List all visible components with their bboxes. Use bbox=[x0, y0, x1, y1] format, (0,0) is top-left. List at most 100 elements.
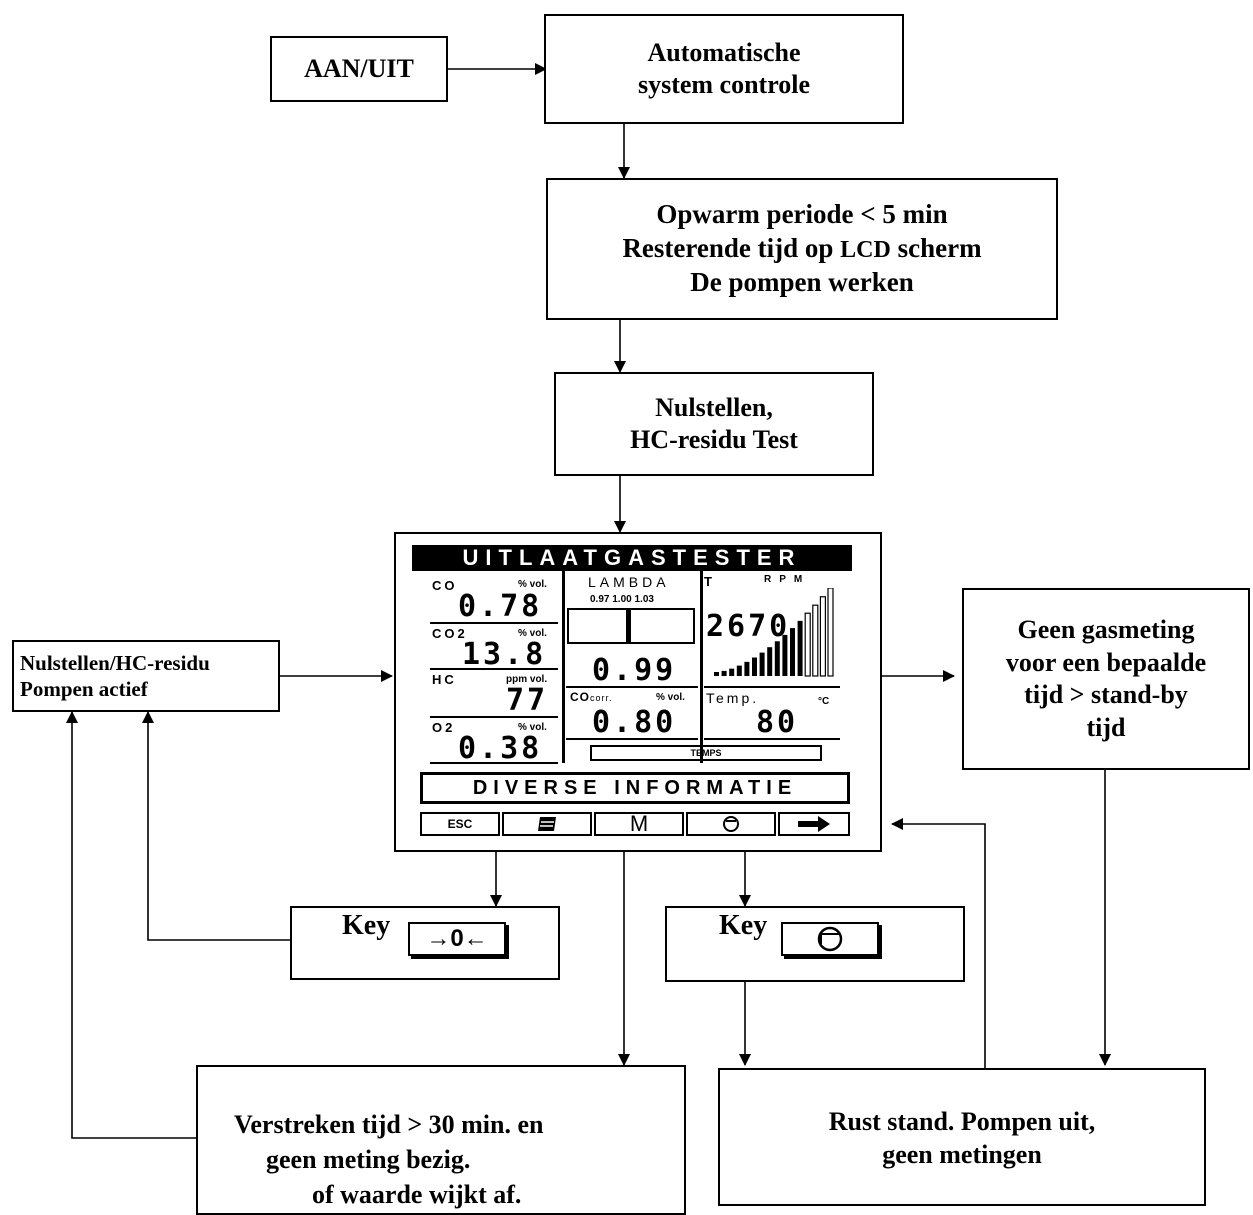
rest-line1: Rust stand. Pompen uit, bbox=[828, 1107, 1096, 1136]
rpm-bar bbox=[827, 588, 834, 677]
hc-unit: ppm vol. bbox=[506, 674, 548, 685]
elapsed-box: Verstreken tijd > 30 min. en geen meting… bbox=[196, 1065, 686, 1215]
rpm-label: RPM bbox=[764, 574, 811, 585]
no-gas-line1: Geen gasmeting bbox=[1017, 615, 1195, 644]
key-pump-label: Key bbox=[719, 910, 768, 941]
cocorr-unit: % vol. bbox=[656, 692, 685, 703]
rpm-bar bbox=[797, 620, 803, 676]
rpm-bar bbox=[819, 596, 827, 677]
diverse-info-bar: DIVERSE INFORMATIE bbox=[420, 772, 850, 804]
o2-label: O2 bbox=[432, 720, 456, 735]
co-unit: % vol. bbox=[518, 579, 547, 590]
rpm-marker: T bbox=[704, 574, 715, 589]
onoff-box: AAN/UIT bbox=[270, 36, 448, 102]
divider bbox=[704, 738, 840, 740]
key-pump-box: Key bbox=[665, 906, 965, 982]
pump-key-icon bbox=[781, 922, 879, 956]
divider bbox=[430, 668, 558, 670]
hc-value: 77 bbox=[506, 683, 549, 718]
arrow-keyzero-to-zeroactive bbox=[142, 711, 290, 941]
rest-box: Rust stand. Pompen uit, geen metingen bbox=[718, 1068, 1206, 1206]
divider bbox=[566, 686, 698, 688]
temp-unit: °C bbox=[818, 696, 830, 707]
co-label: CO bbox=[432, 578, 458, 593]
warmup-box: Opwarm periode < 5 min Resterende tijd o… bbox=[546, 178, 1058, 320]
warmup-line3: De pompen werken bbox=[690, 266, 914, 297]
rpm-bar bbox=[767, 647, 773, 676]
key-zero-box: Key →0← bbox=[290, 906, 560, 980]
arrow-elapsed-to-zeroactive bbox=[66, 711, 196, 1139]
no-gas-line2: voor een bepaalde bbox=[1005, 647, 1207, 677]
divider bbox=[430, 716, 558, 718]
arrow-rest-to-lcd bbox=[891, 818, 986, 1068]
divider bbox=[430, 622, 558, 624]
rest-line2: geen metingen bbox=[882, 1139, 1042, 1169]
printer-icon bbox=[538, 817, 556, 831]
temp-value: 80 bbox=[756, 705, 799, 740]
auto-check-box: Automatische system controle bbox=[544, 14, 904, 124]
rpm-bar bbox=[729, 668, 735, 676]
zero-key-icon: →0← bbox=[408, 922, 506, 956]
temp-label: Temp. bbox=[706, 690, 760, 706]
zeroing-box: Nulstellen, HC-residu Test bbox=[554, 372, 874, 476]
zero-active-line2: Pompen actief bbox=[20, 677, 148, 701]
co2-value: 13.8 bbox=[462, 637, 547, 672]
m-button[interactable]: M bbox=[594, 812, 684, 836]
cocorr-label: COcorr. bbox=[570, 690, 613, 704]
zero-active-box: Nulstellen/HC-residu Pompen actief bbox=[12, 640, 280, 712]
auto-check-line1: Automatische bbox=[647, 37, 801, 67]
elapsed-line3: of waarde wijkt af. bbox=[312, 1180, 522, 1209]
lambda-scale: 0.97 1.00 1.03 bbox=[590, 594, 654, 605]
rpm-bar bbox=[790, 628, 795, 676]
rpm-value: 2670 bbox=[706, 609, 791, 644]
lambda-value: 0.99 bbox=[592, 653, 677, 688]
divider bbox=[430, 762, 558, 764]
co2-unit: % vol. bbox=[518, 628, 547, 639]
lcd-column-divider bbox=[700, 571, 703, 763]
rpm-bargraph bbox=[714, 588, 834, 677]
rpm-bar bbox=[736, 665, 742, 676]
no-gas-line4: tijd bbox=[1086, 712, 1126, 742]
zeroing-line2: HC-residu Test bbox=[630, 425, 798, 454]
o2-unit: % vol. bbox=[518, 722, 547, 733]
warmup-line1: Opwarm periode < 5 min bbox=[656, 199, 948, 230]
divider bbox=[566, 738, 698, 740]
key-zero-label: Key bbox=[342, 910, 391, 941]
zero-active-line1: Nulstellen/HC-residu bbox=[20, 650, 210, 675]
temps-bar: TEMPS bbox=[590, 745, 822, 761]
co-value: 0.78 bbox=[458, 589, 543, 624]
pump-button[interactable] bbox=[686, 812, 776, 836]
rpm-bar bbox=[774, 641, 780, 676]
lambda-pointer bbox=[626, 610, 631, 642]
auto-check-line2: system controle bbox=[637, 70, 811, 99]
rpm-bar bbox=[752, 657, 757, 676]
no-gas-line3: tijd > stand-by bbox=[1024, 680, 1188, 709]
hc-label: HC bbox=[432, 672, 457, 687]
rpm-bar bbox=[782, 634, 788, 676]
print-button[interactable] bbox=[502, 812, 592, 836]
esc-button[interactable]: ESC bbox=[420, 812, 500, 836]
rpm-bar bbox=[812, 604, 819, 677]
elapsed-line2: geen meting bezig. bbox=[266, 1145, 471, 1174]
co2-label: CO2 bbox=[432, 626, 468, 641]
zeroing-line1: Nulstellen, bbox=[655, 392, 773, 422]
o2-value: 0.38 bbox=[458, 731, 543, 766]
lcd-screen bbox=[394, 532, 882, 852]
onoff-label: AAN/UIT bbox=[304, 53, 414, 83]
rpm-bar bbox=[744, 661, 750, 676]
rpm-bar bbox=[714, 672, 719, 676]
divider bbox=[704, 686, 840, 688]
rpm-bar bbox=[721, 670, 727, 676]
lcd-column-divider bbox=[562, 571, 565, 763]
elapsed-line1: Verstreken tijd > 30 min. en bbox=[234, 1110, 544, 1139]
pump-icon bbox=[723, 816, 739, 832]
next-button[interactable] bbox=[778, 812, 850, 836]
no-gas-box: Geen gasmeting voor een bepaalde tijd > … bbox=[962, 588, 1250, 770]
rpm-bar bbox=[804, 612, 811, 677]
lambda-label: LAMBDA bbox=[588, 574, 670, 590]
lambda-gauge bbox=[567, 608, 695, 644]
rpm-bar bbox=[759, 652, 765, 676]
warmup-line2: Resterende tijd op LCD scherm bbox=[622, 233, 982, 264]
lcd-title: UITLAATGASTESTER bbox=[412, 545, 852, 571]
